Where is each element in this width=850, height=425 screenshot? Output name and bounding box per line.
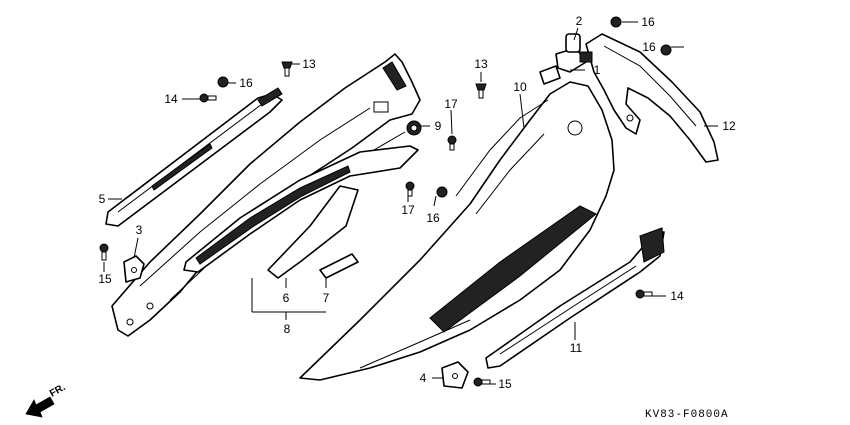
- callout-12: 12: [722, 119, 736, 133]
- callout-16b: 16: [641, 15, 655, 29]
- fastener-16b: [610, 16, 622, 28]
- part-6-pad: [267, 185, 359, 279]
- callout-15a: 15: [98, 272, 112, 286]
- leader-lines: [103, 21, 718, 385]
- diagram-code: KV83-F0800A: [645, 409, 729, 421]
- fastener-17a: [447, 135, 457, 151]
- part-9-grommet: [406, 120, 422, 136]
- callout-1: 1: [594, 63, 601, 77]
- callout-14b: 14: [670, 289, 684, 303]
- callout-2: 2: [576, 14, 583, 28]
- callout-13a: 13: [302, 57, 316, 71]
- callout-11: 11: [570, 341, 583, 355]
- callout-16a: 16: [239, 76, 253, 90]
- fastener-16d: [436, 186, 448, 198]
- fastener-16c: [660, 44, 672, 56]
- callout-10: 10: [513, 80, 527, 94]
- front-direction-label: FR.: [48, 382, 68, 400]
- front-arrow-icon: [25, 396, 55, 418]
- callout-17a: 17: [444, 97, 458, 111]
- callout-14a: 14: [164, 92, 178, 106]
- callout-5: 5: [99, 192, 106, 206]
- callout-labels: 1 2 3 4 5 6 7 8 9 10 11 12 13 13 14 14 1…: [98, 14, 736, 391]
- part-7-pad: [319, 253, 359, 279]
- part-12-bracket: [585, 33, 719, 163]
- fastener-14a: [199, 93, 217, 103]
- fastener-14b: [635, 289, 653, 299]
- callout-6: 6: [283, 291, 290, 305]
- fastener-17b: [405, 181, 415, 197]
- part-5-rail: [105, 87, 283, 227]
- callout-15b: 15: [498, 377, 512, 391]
- part-3-bracket: [123, 255, 145, 283]
- callout-17b: 17: [401, 203, 415, 217]
- part-11-rail: [485, 227, 665, 369]
- callout-16d: 16: [426, 211, 440, 225]
- fastener-15b: [473, 377, 491, 387]
- front-direction-indicator: FR.: [25, 382, 68, 418]
- left-lower-rail: [183, 145, 419, 273]
- fastener-16a: [217, 76, 229, 88]
- callout-16c: 16: [642, 40, 656, 54]
- part-4-bracket: [441, 361, 469, 389]
- callout-9: 9: [435, 119, 442, 133]
- callout-7: 7: [323, 291, 330, 305]
- callout-3: 3: [136, 223, 143, 237]
- fastener-15a: [99, 243, 109, 261]
- part-10-rear-cover: [299, 65, 615, 381]
- fastener-13b: [475, 83, 487, 99]
- callout-8: 8: [284, 322, 291, 336]
- callout-13b: 13: [474, 57, 488, 71]
- part-2-lock: [565, 33, 593, 63]
- callout-4: 4: [420, 371, 427, 385]
- fastener-13a: [281, 61, 293, 77]
